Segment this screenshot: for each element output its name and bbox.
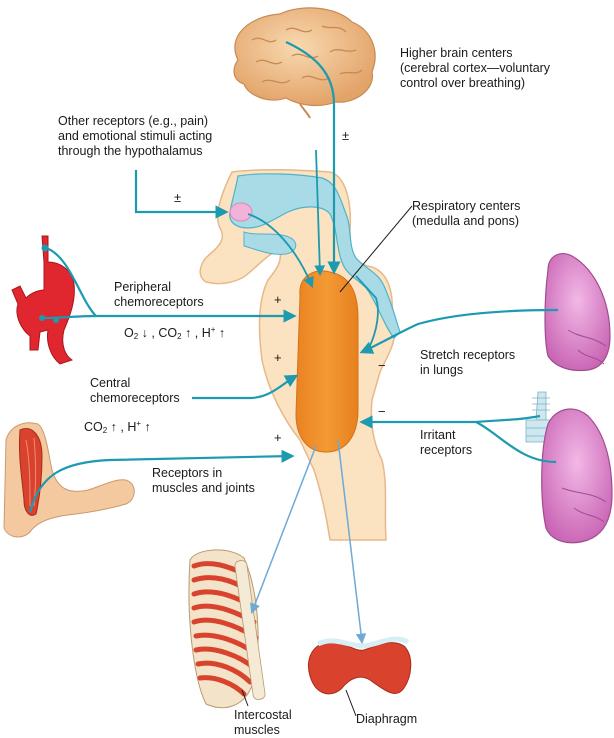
- hypothalamus-arrow: [134, 170, 229, 219]
- higher-brain-label: Higher brain centers(cerebral cortex—vol…: [400, 46, 551, 90]
- upper-lung-illustration: [544, 253, 611, 372]
- central-sign: +: [274, 350, 282, 365]
- lower-lung-illustration: [525, 391, 613, 544]
- brain-sign: ±: [342, 128, 350, 143]
- diaphragm-leader: [345, 689, 357, 717]
- hypothalamus-sign: ±: [174, 190, 182, 205]
- respiratory-centers-label: Respiratory centers(medulla and pons): [412, 199, 521, 228]
- intercostal-leader: [241, 689, 249, 707]
- brain-to-center-arrow: [285, 41, 341, 275]
- central-stimuli-formula: CO2 ↑ , H+ ↑: [84, 419, 151, 435]
- brain-illustration: [233, 7, 376, 119]
- diaphragm-label: Diaphragm: [356, 712, 418, 726]
- to-intercostal-arrow: [250, 445, 317, 614]
- stretch-sign: −: [378, 358, 386, 373]
- aorta-illustration: [11, 235, 75, 365]
- arm-illustration: [3, 422, 135, 538]
- muscles-arrow: [28, 449, 295, 513]
- stretch-arrow: [359, 308, 559, 354]
- irritant-branch: [475, 414, 541, 424]
- irritant-sign: −: [378, 404, 386, 419]
- vagal-pathway: [355, 275, 379, 351]
- brain-to-pons-arrow: [314, 149, 326, 277]
- respiratory-centers-leader: [339, 205, 413, 293]
- muscles-sign: +: [274, 430, 282, 445]
- peripheral-stimuli-formula: O2 ↓ , CO2 ↑ , H+ ↑: [124, 325, 226, 341]
- peripheral-sign: +: [274, 292, 282, 307]
- other-receptors-label: Other receptors (e.g., pain)and emotiona…: [58, 114, 213, 158]
- to-diaphragm-arrow: [337, 439, 367, 645]
- hypothalamus-to-center-arrow: [247, 213, 314, 288]
- ribcage-illustration: [188, 549, 266, 709]
- peripheral-branch: [43, 314, 97, 320]
- respiratory-center-oval: [295, 270, 359, 453]
- central-arrow: [192, 374, 299, 400]
- diaphragm-illustration: [308, 636, 412, 695]
